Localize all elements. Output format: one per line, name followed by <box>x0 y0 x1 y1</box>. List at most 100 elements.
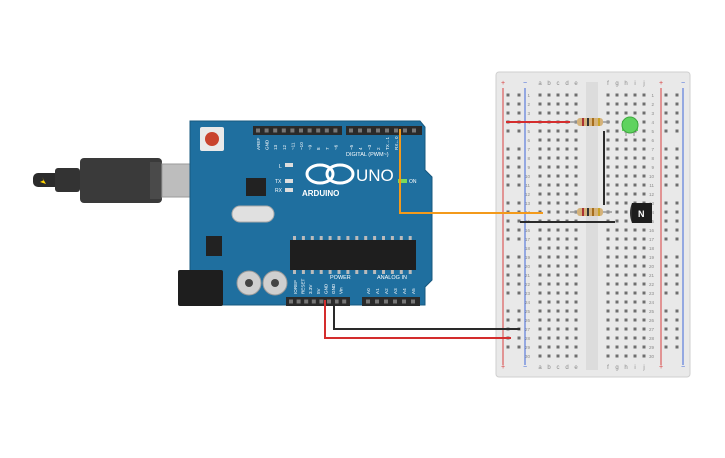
led-l-label: L <box>279 164 282 170</box>
pin-label: A3 <box>393 288 398 294</box>
row-number: 28 <box>649 336 655 341</box>
analog-header-label: ANALOG IN <box>377 275 407 281</box>
power-led <box>398 179 407 183</box>
row-number: 5 <box>651 129 654 134</box>
wire-orange[interactable] <box>399 129 543 214</box>
wire-black-gnd[interactable] <box>333 300 520 330</box>
column-letter: f <box>607 365 609 371</box>
row-number: 16 <box>525 228 531 233</box>
row-number: 27 <box>649 327 655 332</box>
pin-label: RX←0 <box>394 136 399 150</box>
pin-label: GND <box>265 139 270 150</box>
resistor-1[interactable] <box>570 118 610 126</box>
pin-label: 13 <box>273 144 278 150</box>
wires[interactable] <box>324 121 615 339</box>
row-number: 17 <box>525 237 531 242</box>
minus-rail-label: − <box>523 364 527 371</box>
pin-label: ~6 <box>333 144 338 150</box>
column-letter: c <box>557 81 560 87</box>
row-number: 25 <box>525 309 531 314</box>
pin-label: A1 <box>375 288 380 294</box>
led-green[interactable] <box>621 116 639 136</box>
digital-header-right[interactable] <box>346 126 422 135</box>
pin-label: 7 <box>325 147 330 150</box>
row-number: 21 <box>525 273 531 278</box>
power-header[interactable] <box>286 297 350 306</box>
row-number: 4 <box>651 120 654 125</box>
column-letter: b <box>547 81 551 87</box>
arduino-brand-text: ARDUINO <box>302 189 339 198</box>
transistor-label: N <box>638 209 645 219</box>
rx-label: RX <box>275 188 283 194</box>
row-number: 7 <box>651 147 654 152</box>
breadboard[interactable]: 1122334455667788991010111112121313141415… <box>495 71 691 378</box>
column-letter: e <box>574 365 578 371</box>
digital-header-left[interactable] <box>253 126 342 135</box>
row-number: 8 <box>527 156 530 161</box>
row-number: 30 <box>525 354 531 359</box>
plus-rail-label: + <box>501 80 505 87</box>
row-number: 17 <box>649 237 655 242</box>
components[interactable]: N <box>570 116 652 223</box>
atmega-chip <box>290 240 416 270</box>
arduino-model-text: UNO <box>356 166 394 185</box>
usb-cable[interactable] <box>33 158 207 203</box>
pin-label: AREF <box>256 138 261 150</box>
pin-label: 4 <box>358 147 363 150</box>
minus-rail-label: − <box>523 80 527 87</box>
minus-rail-label: − <box>681 80 685 87</box>
column-letter: b <box>547 365 551 371</box>
usb-chip <box>246 178 266 196</box>
row-number: 29 <box>525 345 531 350</box>
column-letter: i <box>634 81 635 87</box>
pin-label: 5V <box>316 287 321 294</box>
row-number: 1 <box>527 93 530 98</box>
pin-label: ~11 <box>290 142 295 150</box>
column-letter: i <box>634 365 635 371</box>
column-letter: j <box>642 365 644 371</box>
row-number: 23 <box>649 291 655 296</box>
row-number: 18 <box>525 246 531 251</box>
column-letter: j <box>642 81 644 87</box>
row-number: 24 <box>649 300 655 305</box>
row-number: 28 <box>525 336 531 341</box>
row-number: 13 <box>525 201 531 206</box>
wire-red-5v[interactable] <box>324 300 511 339</box>
plus-rail-label: + <box>659 80 663 87</box>
row-number: 19 <box>525 255 531 260</box>
plus-rail-label: + <box>501 364 505 371</box>
pin-label: ~9 <box>308 144 313 150</box>
row-number: 7 <box>527 147 530 152</box>
row-number: 1 <box>651 93 654 98</box>
pin-label: 2 <box>376 147 381 150</box>
row-number: 11 <box>649 183 654 188</box>
plus-rail-label: + <box>659 364 663 371</box>
resistor-2[interactable] <box>570 208 612 216</box>
power-jack <box>178 270 223 306</box>
row-number: 3 <box>527 111 530 116</box>
tx-label: TX <box>275 179 282 185</box>
pin-label: A0 <box>366 288 371 294</box>
row-number: 19 <box>649 255 655 260</box>
pin-label: ~5 <box>349 144 354 150</box>
row-number: 2 <box>651 102 654 107</box>
row-number: 26 <box>525 318 531 323</box>
pin-label: 8 <box>316 147 321 150</box>
row-number: 6 <box>651 138 654 143</box>
row-number: 23 <box>525 291 531 296</box>
row-number: 8 <box>651 156 654 161</box>
row-number: 22 <box>525 282 531 287</box>
minus-rail-label: − <box>681 364 685 371</box>
pin-label: ~10 <box>299 142 304 150</box>
row-number: 6 <box>527 138 530 143</box>
analog-header[interactable] <box>362 297 420 306</box>
digital-header-label: DIGITAL (PWM~) <box>346 152 389 158</box>
column-letter: h <box>624 81 627 87</box>
pin-label: TX→1 <box>385 137 390 150</box>
pin-label: Vin <box>339 287 344 294</box>
row-number: 5 <box>527 129 530 134</box>
row-number: 20 <box>649 264 655 269</box>
transistor-npn[interactable]: N <box>630 203 652 223</box>
